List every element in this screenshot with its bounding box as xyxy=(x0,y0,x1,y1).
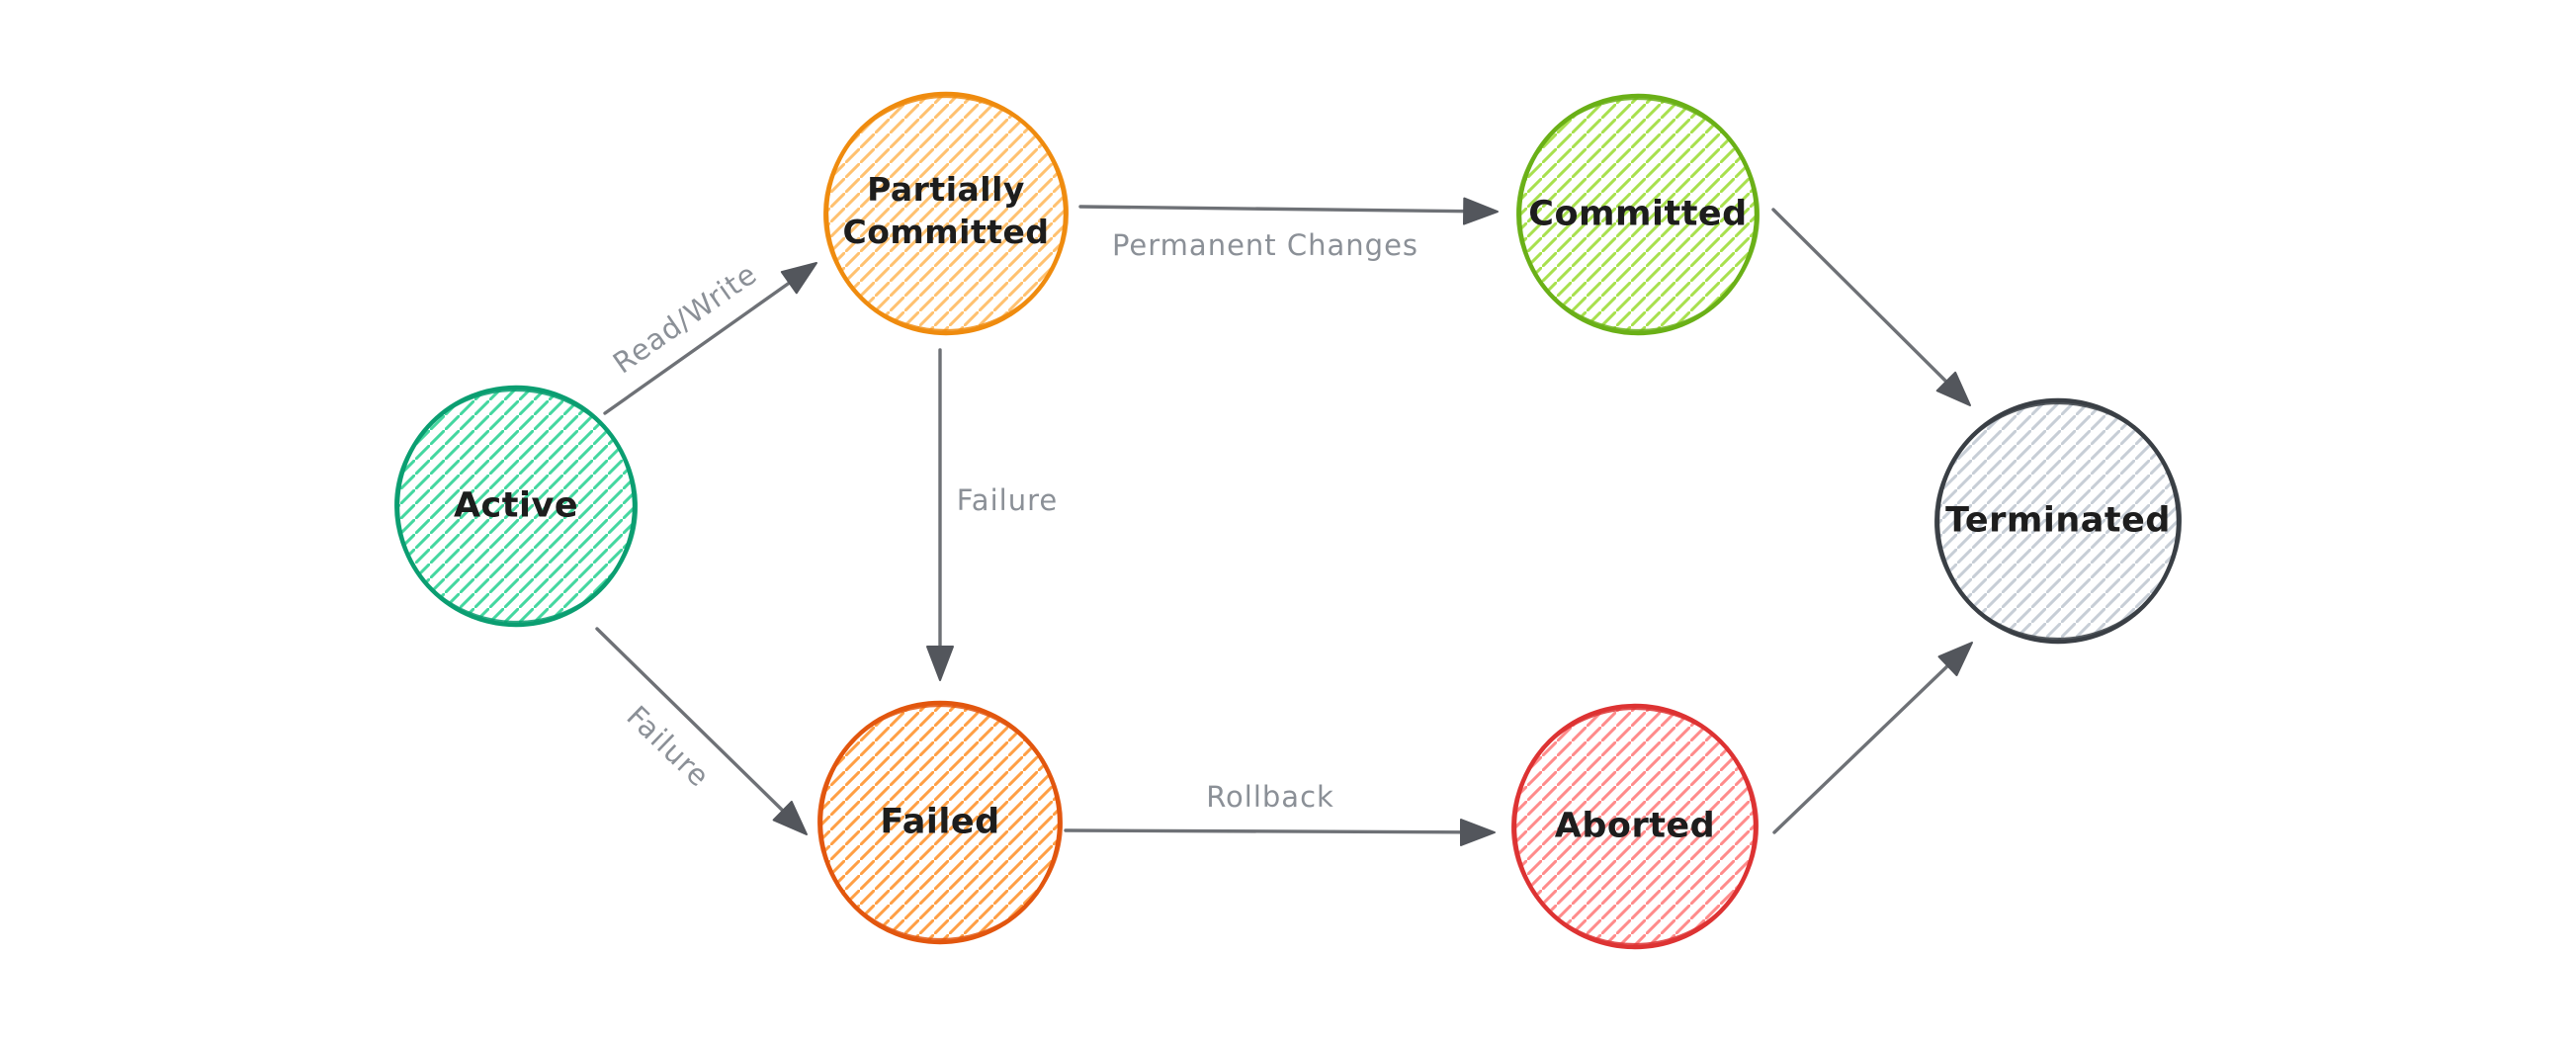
edge-arrowhead xyxy=(1937,642,1973,676)
edge-line xyxy=(1772,661,1952,834)
edge-label-rollback: Rollback xyxy=(1206,780,1334,814)
node-label-partially-committed: Partially Committed xyxy=(842,169,1049,254)
state-node-terminated xyxy=(1933,397,2183,645)
state-node-partially-committed xyxy=(822,91,1070,336)
edge-line xyxy=(595,627,786,814)
node-circle xyxy=(817,700,1063,945)
node-circle xyxy=(1511,703,1759,950)
node-circle xyxy=(1934,397,2182,645)
edge-arrowhead xyxy=(926,646,954,681)
node-circle-sketch xyxy=(822,95,1070,332)
edge-line xyxy=(603,280,793,415)
node-label-aborted: Aborted xyxy=(1554,806,1716,846)
node-circle-sketch xyxy=(1510,707,1760,946)
node-circle xyxy=(394,385,638,628)
edge-partially-committed-to-committed xyxy=(1078,197,1499,225)
node-circle xyxy=(823,91,1069,336)
node-circle-sketch xyxy=(1933,401,2183,641)
edge-active-to-failed xyxy=(595,627,808,835)
state-node-committed xyxy=(1515,93,1760,336)
state-node-aborted xyxy=(1510,703,1760,950)
edge-arrowhead xyxy=(1935,371,1971,406)
node-label-active: Active xyxy=(453,485,579,526)
edge-aborted-to-terminated xyxy=(1772,642,1973,834)
node-label-line: Committed xyxy=(842,213,1050,251)
edge-label-failure-vertical: Failure xyxy=(956,483,1059,517)
edge-line xyxy=(1771,208,1950,386)
edge-partially-committed-to-failed xyxy=(926,348,954,681)
node-label-failed: Failed xyxy=(880,802,1000,842)
node-circle xyxy=(1516,93,1760,336)
edge-arrowhead xyxy=(1460,819,1496,846)
node-circle-sketch xyxy=(393,389,639,624)
edge-label-permanent-changes: Permanent Changes xyxy=(1111,228,1419,262)
node-label-terminated: Terminated xyxy=(1945,500,2171,541)
edge-arrowhead xyxy=(1463,197,1499,225)
edge-arrowhead xyxy=(780,262,817,295)
node-circle-sketch xyxy=(816,704,1064,941)
edge-committed-to-terminated xyxy=(1771,208,1971,406)
state-node-failed xyxy=(816,700,1064,945)
edge-line xyxy=(1078,205,1468,214)
edge-line xyxy=(1064,828,1465,834)
node-circle-sketch xyxy=(1515,97,1760,332)
state-node-active xyxy=(393,385,639,628)
edge-failed-to-aborted xyxy=(1064,819,1496,846)
edge-arrowhead xyxy=(772,800,808,835)
node-label-committed: Committed xyxy=(1528,194,1748,234)
node-label-line: Partially xyxy=(867,170,1025,210)
edge-active-to-partially-committed xyxy=(603,262,817,415)
